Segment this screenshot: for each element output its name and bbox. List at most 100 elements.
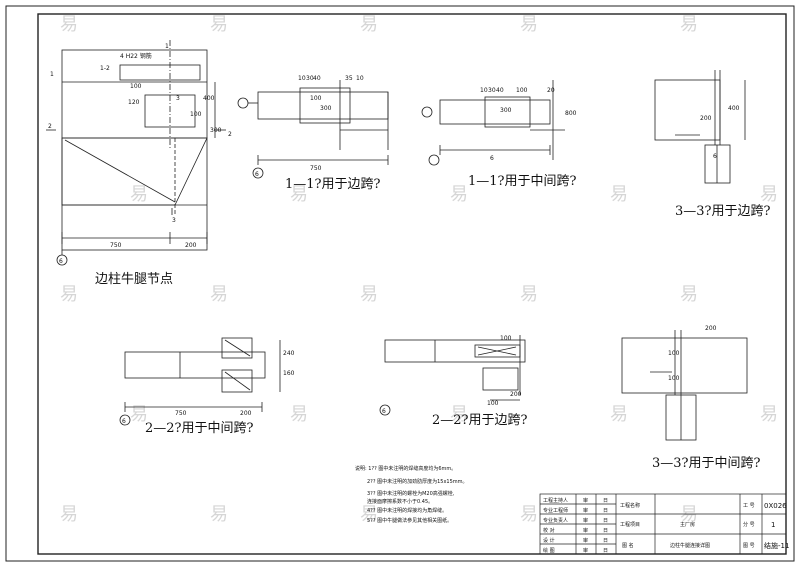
detail-2-title: 1—1?用于边跨? xyxy=(285,177,381,192)
dimension-label: 1 xyxy=(50,71,54,78)
dimension-label: 1-2 xyxy=(100,65,110,72)
outer-border xyxy=(5,5,795,562)
dimension-label: 120 xyxy=(128,99,140,106)
detail-4-labels: 200 400 6 xyxy=(700,105,740,160)
watermark-glyph: 易 xyxy=(360,284,378,305)
detail-7-title: 3—3?用于中间跨? xyxy=(652,456,761,471)
watermark-glyph: 易 xyxy=(680,504,698,525)
title-block-rows: 工程主持人审日专业工程师审日专业负责人审日校 对审日设 计审日绘 图审日 xyxy=(543,497,608,554)
note-line: 4?? 图中未注明的焊接均为角焊缝。 xyxy=(367,507,447,514)
watermark-glyph: 易 xyxy=(520,504,538,525)
dimension-label: 6 xyxy=(59,258,63,265)
dimension-label: 6 xyxy=(122,418,126,425)
tb-job-value: 0X026 xyxy=(764,502,787,510)
watermark-glyph: 易 xyxy=(760,404,778,425)
tb-field: 日 xyxy=(603,538,608,544)
detail-section-2-middle xyxy=(119,337,281,426)
detail-3-title: 1—1?用于中间跨? xyxy=(468,174,577,189)
dimension-label: 750 xyxy=(110,242,122,249)
dimension-label: 200 xyxy=(700,115,712,122)
dimension-label: 800 xyxy=(565,110,577,117)
detail-section-2-edge xyxy=(379,335,526,416)
detail-section-1-edge xyxy=(237,80,389,179)
dimension-label: 300 xyxy=(320,105,332,112)
detail-section-3-edge xyxy=(654,70,746,184)
note-line: 连接面摩擦系数不小于0.45。 xyxy=(367,498,433,505)
note-line: 3?? 图中未注明的螺栓为M20高强螺栓, xyxy=(367,490,455,497)
tb-job-label: 工 号 xyxy=(743,503,755,509)
detail-5-title: 2—2?用于中间跨? xyxy=(145,421,254,436)
dimension-label: 10 xyxy=(298,75,306,82)
watermark-glyph: 易 xyxy=(450,404,468,425)
dimension-label: 300 xyxy=(500,107,512,114)
tb-item-value: 主厂房 xyxy=(680,521,695,528)
watermark-glyph: 易 xyxy=(610,404,628,425)
dimension-label: 35 xyxy=(345,75,353,82)
dimension-label: 100 xyxy=(500,335,512,342)
detail-1-title: 边柱牛腿节点 xyxy=(95,272,173,287)
watermark-glyph: 易 xyxy=(520,14,538,35)
tb-field: 审 xyxy=(583,517,588,524)
dimension-label: 100 xyxy=(516,87,528,94)
dimension-label: 100 xyxy=(487,400,499,407)
dimension-label: 300 xyxy=(210,127,222,134)
dimension-label: 20 xyxy=(547,87,555,94)
watermark-glyph: 易 xyxy=(360,504,378,525)
watermark-glyph: 易 xyxy=(290,404,308,425)
tb-field: 审 xyxy=(583,527,588,534)
dimension-label: 750 xyxy=(175,410,187,417)
tb-role: 专业工程师 xyxy=(543,507,568,514)
tb-drawing-label: 图 名 xyxy=(622,542,634,549)
detail-4-title: 3—3?用于边跨? xyxy=(675,204,771,219)
watermark-glyph: 易 xyxy=(360,14,378,35)
dimension-label: 2 xyxy=(228,131,232,138)
tb-item-label: 工程项目 xyxy=(620,521,640,528)
dimension-label: 200 xyxy=(705,325,717,332)
watermark-glyph: 易 xyxy=(450,184,468,205)
dimension-label: 6 xyxy=(713,153,717,160)
dimension-label: 200 xyxy=(185,242,197,249)
tb-sub-label: 分 号 xyxy=(743,521,755,528)
dimension-label: 6 xyxy=(255,171,259,178)
title-block xyxy=(539,493,787,555)
watermark-glyph: 易 xyxy=(680,14,698,35)
dimension-label: 100 xyxy=(190,111,202,118)
detail-section-3-middle xyxy=(621,330,748,441)
dimension-label: 10 xyxy=(480,87,488,94)
dimension-label: 30 xyxy=(306,75,314,82)
tb-field: 日 xyxy=(603,518,608,524)
dimension-label: 4 H22 钢筋 xyxy=(120,52,152,60)
tb-field: 审 xyxy=(583,537,588,544)
watermark-glyph: 易 xyxy=(680,284,698,305)
tb-drawing-value: 边柱牛腿连接详图 xyxy=(670,542,710,549)
dimension-label: 160 xyxy=(283,370,295,377)
note-line: 说明: 1?? 图中未注明的焊缝高度均为6mm。 xyxy=(355,465,456,472)
inner-border xyxy=(37,13,787,555)
dimension-label: 240 xyxy=(283,350,295,357)
dimension-label: 40 xyxy=(496,87,504,94)
general-notes: 说明: 1?? 图中未注明的焊缝高度均为6mm。 2?? 图中未注明的加劲肋厚度… xyxy=(355,465,468,524)
tb-num-value: 结施-11 xyxy=(764,541,789,550)
dimension-label: 200 xyxy=(510,391,522,398)
tb-field: 日 xyxy=(603,548,608,554)
note-line: 2?? 图中未注明的加劲肋厚度为15x15mm。 xyxy=(367,478,468,485)
watermark-layer: 易易易易易易易易易易易易易易易易易易易易易易易易易 xyxy=(60,14,778,525)
watermark-glyph: 易 xyxy=(60,504,78,525)
dimension-label: 750 xyxy=(310,165,322,172)
tb-project-label: 工程名称 xyxy=(620,502,640,509)
tb-field: 审 xyxy=(583,507,588,514)
dimension-label: 2 xyxy=(48,123,52,130)
tb-field: 审 xyxy=(583,547,588,554)
dimension-label: 100 xyxy=(310,95,322,102)
watermark-glyph: 易 xyxy=(210,504,228,525)
dimension-label: 400 xyxy=(728,105,740,112)
watermark-glyph: 易 xyxy=(760,184,778,205)
dimension-label: 40 xyxy=(313,75,321,82)
dimension-label: 400 xyxy=(203,95,215,102)
detail-section-1-middle xyxy=(421,80,565,166)
watermark-glyph: 易 xyxy=(60,14,78,35)
tb-role: 校 对 xyxy=(543,527,555,534)
dimension-label: 3 xyxy=(176,95,180,102)
